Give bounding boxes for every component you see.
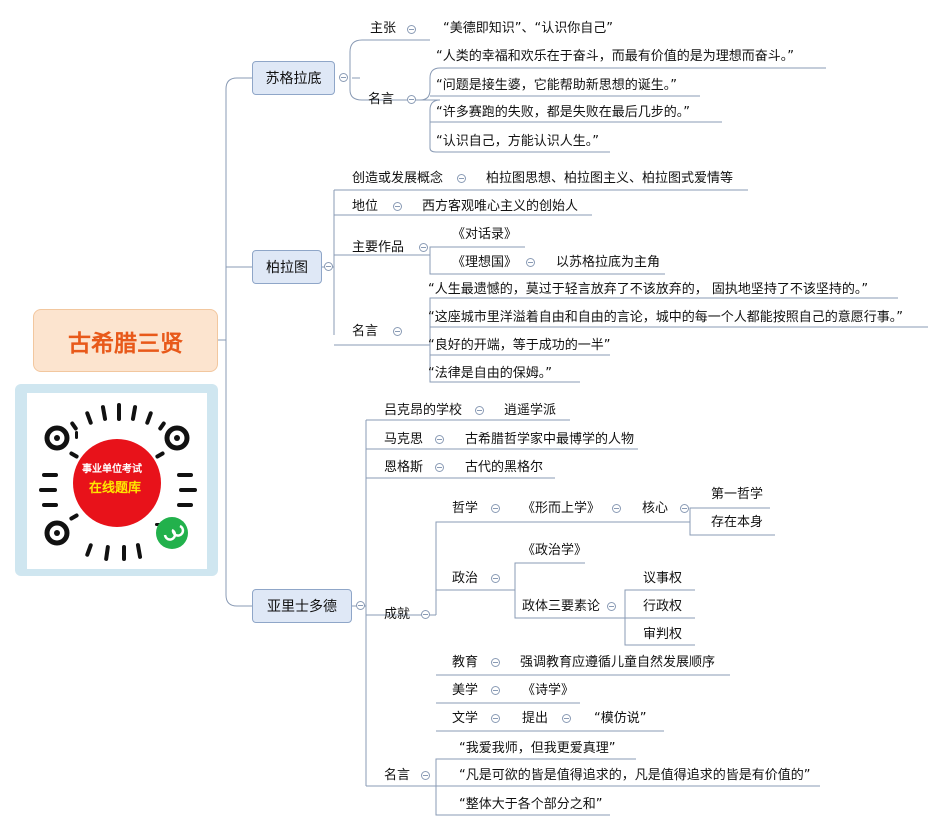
- plato-work-1[interactable]: 《对话录》: [452, 227, 518, 242]
- aesthetics-poetics[interactable]: 《诗学》: [522, 683, 575, 698]
- plato-quote-2[interactable]: “这座城市里洋溢着自由和自由的言论，城中的每一个人都能按照自己的意愿行事。”: [428, 310, 903, 325]
- aristotle-engels-text[interactable]: 古代的黑格尔: [465, 460, 544, 475]
- qr-badge-line1: 事业单位考试: [82, 464, 142, 475]
- literature-propose-label[interactable]: 提出: [522, 711, 549, 726]
- branch-aristotle[interactable]: 亚里士多德: [252, 589, 352, 623]
- achievement-philosophy-label[interactable]: 哲学: [452, 501, 479, 516]
- plato-quote-3[interactable]: “良好的开端，等于成功的一半”: [428, 338, 611, 353]
- achievement-politics-label[interactable]: 政治: [452, 571, 479, 586]
- collapse-toggle-icon[interactable]: [393, 202, 402, 211]
- collapse-toggle-icon[interactable]: [491, 574, 500, 583]
- aristotle-quote-2[interactable]: “凡是可欲的皆是值得追求的，凡是值得追求的皆是有价值的”: [459, 768, 811, 783]
- plato-quote-4[interactable]: “法律是自由的保姆。”: [428, 366, 552, 381]
- aristotle-quote-1[interactable]: “我爱我师，但我更爱真理”: [459, 741, 616, 756]
- collapse-toggle-icon[interactable]: [419, 243, 428, 252]
- socrates-quote-2[interactable]: “问题是接生婆，它能帮助新思想的诞生。”: [436, 78, 677, 93]
- plato-work-2[interactable]: 《理想国》: [452, 255, 518, 270]
- socrates-quote-3[interactable]: “许多赛跑的失败，都是失败在最后几步的。”: [436, 105, 690, 120]
- socrates-quote-label[interactable]: 名言: [368, 92, 395, 107]
- philosophy-core-1[interactable]: 第一哲学: [711, 487, 764, 502]
- collapse-toggle-icon[interactable]: [612, 504, 621, 513]
- collapse-toggle-icon[interactable]: [435, 435, 444, 444]
- politics-gov-2[interactable]: 行政权: [643, 599, 683, 614]
- socrates-claim-label[interactable]: 主张: [370, 21, 397, 36]
- socrates-quote-4[interactable]: “认识自己，方能认识人生。”: [436, 134, 599, 149]
- literature-mimesis[interactable]: “模仿说”: [594, 711, 647, 726]
- collapse-toggle-icon[interactable]: [607, 602, 616, 611]
- collapse-toggle-icon[interactable]: [393, 327, 402, 336]
- plato-status-label[interactable]: 地位: [352, 199, 379, 214]
- aristotle-quote-label[interactable]: 名言: [384, 768, 411, 783]
- aristotle-school-text[interactable]: 逍遥学派: [504, 403, 557, 418]
- collapse-toggle-icon[interactable]: [526, 258, 535, 267]
- politics-gov-3[interactable]: 审判权: [643, 627, 683, 642]
- politics-work[interactable]: 《政治学》: [522, 543, 588, 558]
- collapse-toggle-icon[interactable]: [324, 262, 333, 271]
- aristotle-quote-3[interactable]: “整体大于各个部分之和”: [459, 797, 603, 812]
- education-text[interactable]: 强调教育应遵循儿童自然发展顺序: [520, 655, 716, 670]
- collapse-toggle-icon[interactable]: [562, 714, 571, 723]
- collapse-toggle-icon[interactable]: [421, 771, 430, 780]
- collapse-toggle-icon[interactable]: [491, 686, 500, 695]
- aristotle-marx-label[interactable]: 马克思: [384, 432, 424, 447]
- philosophy-core-2[interactable]: 存在本身: [711, 515, 764, 530]
- plato-concept-text[interactable]: 柏拉图思想、柏拉图主义、柏拉图式爱情等: [486, 171, 734, 186]
- plato-status-text[interactable]: 西方客观唯心主义的创始人: [422, 199, 579, 214]
- collapse-toggle-icon[interactable]: [491, 714, 500, 723]
- aristotle-engels-label[interactable]: 恩格斯: [384, 460, 424, 475]
- qr-pattern-icon: [39, 403, 197, 561]
- achievement-aesthetics-label[interactable]: 美学: [452, 683, 479, 698]
- philosophy-metaphysics[interactable]: 《形而上学》: [522, 501, 601, 516]
- collapse-toggle-icon[interactable]: [407, 95, 416, 104]
- branch-socrates[interactable]: 苏格拉底: [252, 61, 335, 95]
- socrates-quote-1[interactable]: “人类的幸福和欢乐在于奋斗，而最有价值的是为理想而奋斗。”: [436, 49, 794, 64]
- root-topic[interactable]: 古希腊三贤: [33, 309, 218, 372]
- collapse-toggle-icon[interactable]: [491, 504, 500, 513]
- collapse-toggle-icon[interactable]: [356, 601, 365, 610]
- politics-gov-label[interactable]: 政体三要素论: [522, 599, 601, 614]
- plato-quote-label[interactable]: 名言: [352, 324, 379, 339]
- plato-concept-label[interactable]: 创造或发展概念: [352, 171, 444, 186]
- aristotle-school-label[interactable]: 吕克昂的学校: [384, 403, 463, 418]
- achievement-literature-label[interactable]: 文学: [452, 711, 479, 726]
- socrates-claim-text[interactable]: “美德即知识”、“认识你自己”: [443, 21, 613, 36]
- qr-code-panel: 事业单位考试 在线题库: [15, 384, 218, 576]
- aristotle-achievements-label[interactable]: 成就: [384, 607, 411, 622]
- collapse-toggle-icon[interactable]: [491, 658, 500, 667]
- qr-badge-line2: 在线题库: [89, 481, 142, 496]
- collapse-toggle-icon[interactable]: [407, 25, 416, 34]
- plato-work-2-note[interactable]: 以苏格拉底为主角: [556, 255, 661, 270]
- philosophy-core-label[interactable]: 核心: [642, 501, 669, 516]
- branch-plato[interactable]: 柏拉图: [252, 250, 322, 284]
- plato-quote-1[interactable]: “人生最遗憾的，莫过于轻言放弃了不该放弃的， 固执地坚持了不该坚持的。”: [428, 282, 869, 297]
- qr-code: 事业单位考试 在线题库: [27, 393, 207, 569]
- collapse-toggle-icon[interactable]: [475, 406, 484, 415]
- collapse-toggle-icon[interactable]: [457, 174, 466, 183]
- collapse-toggle-icon[interactable]: [435, 463, 444, 472]
- collapse-toggle-icon[interactable]: [421, 610, 430, 619]
- collapse-toggle-icon[interactable]: [680, 504, 689, 513]
- politics-gov-1[interactable]: 议事权: [643, 571, 683, 586]
- plato-works-label[interactable]: 主要作品: [352, 240, 405, 255]
- aristotle-marx-text[interactable]: 古希腊哲学家中最博学的人物: [465, 432, 635, 447]
- collapse-toggle-icon[interactable]: [339, 73, 348, 82]
- achievement-education-label[interactable]: 教育: [452, 655, 479, 670]
